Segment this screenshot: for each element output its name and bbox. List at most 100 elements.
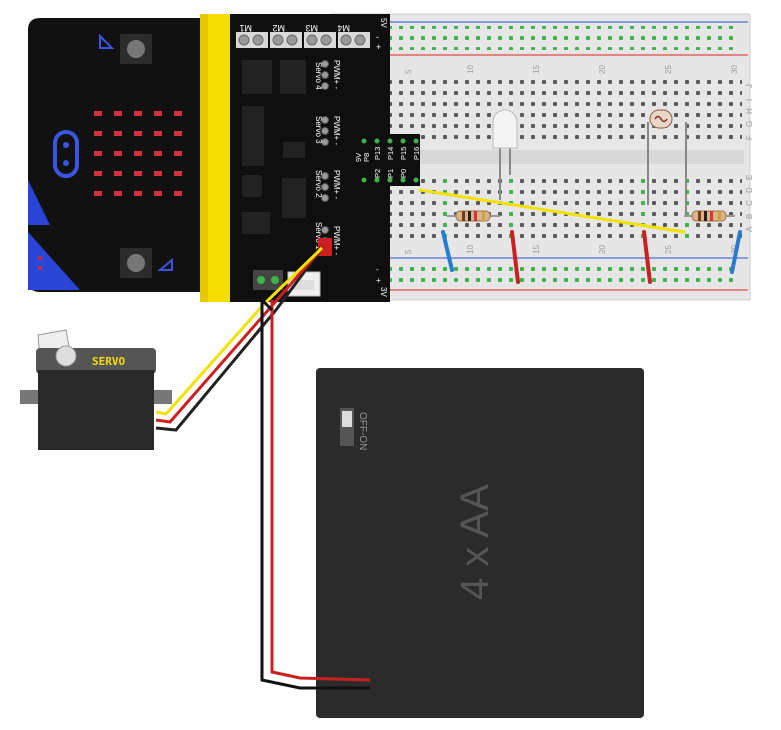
row-letter: F bbox=[745, 135, 754, 140]
led-matrix bbox=[94, 111, 182, 196]
led-matrix-pixel bbox=[134, 111, 142, 116]
led-matrix-pixel bbox=[134, 171, 142, 176]
servo-brand: SERVO bbox=[92, 355, 125, 368]
led-matrix-pixel bbox=[114, 191, 122, 196]
bottom-power-label: 3V bbox=[379, 287, 388, 297]
led-matrix-pixel bbox=[174, 131, 182, 136]
breadboard-wires bbox=[418, 188, 742, 284]
led-matrix-pixel bbox=[154, 171, 162, 176]
battery-label: 4 x AA bbox=[453, 484, 497, 600]
gpio-label: 9V bbox=[354, 153, 363, 162]
servo-label: Servo 3 bbox=[314, 116, 323, 144]
battery-switch-label: OFF-ON bbox=[357, 412, 368, 450]
red-wire-2 bbox=[642, 230, 652, 284]
col-number: 5 bbox=[404, 69, 413, 74]
led bbox=[492, 109, 518, 200]
servo-label: Servo 1 bbox=[314, 222, 323, 250]
servo-cable-white bbox=[155, 313, 281, 437]
speaker-icon bbox=[53, 130, 79, 178]
gpio-label: P1 bbox=[386, 169, 395, 178]
motor-label: M4 bbox=[337, 23, 350, 33]
led-matrix-pixel bbox=[114, 111, 122, 116]
led-matrix-pixel bbox=[94, 171, 102, 176]
col-number: 30 bbox=[730, 245, 739, 254]
led-matrix-pixel bbox=[154, 131, 162, 136]
col-number: 30 bbox=[730, 65, 739, 74]
edge-connector bbox=[200, 14, 234, 302]
servo-motor: SERVO bbox=[20, 329, 172, 450]
servo-label: Servo 4 bbox=[314, 62, 323, 90]
battery-lead-red bbox=[270, 300, 371, 682]
servo-pin-label: PWM+ - bbox=[332, 116, 341, 145]
led-matrix-pixel bbox=[134, 131, 142, 136]
servo-pin-label: PWM+ - bbox=[332, 226, 341, 255]
motor-label: M3 bbox=[305, 23, 318, 33]
led-matrix-pixel bbox=[94, 111, 102, 116]
led-matrix-pixel bbox=[174, 151, 182, 156]
resistor-1 bbox=[447, 210, 500, 222]
row-letter: B bbox=[745, 214, 754, 219]
servo-cable-black bbox=[155, 247, 324, 432]
rail-minus: - bbox=[376, 265, 379, 274]
row-letter: H bbox=[745, 108, 754, 114]
servo-label: Servo 2 bbox=[314, 170, 323, 198]
microbit-board bbox=[28, 18, 215, 292]
servo-cable-red bbox=[155, 247, 324, 424]
battery-jack bbox=[253, 270, 283, 290]
servo-pin-label: PWM+ - bbox=[332, 170, 341, 199]
rail-plus: + bbox=[376, 42, 381, 52]
led-matrix-pixel bbox=[134, 191, 142, 196]
row-letter: C bbox=[745, 200, 754, 206]
col-number: 10 bbox=[466, 245, 475, 254]
row-letter: A bbox=[745, 226, 754, 232]
row-letter: G bbox=[745, 121, 754, 127]
col-number: 20 bbox=[598, 245, 607, 254]
row-letter: I bbox=[745, 99, 754, 101]
row-letter: D bbox=[745, 187, 754, 193]
led-matrix-pixel bbox=[154, 151, 162, 156]
row-letter: J bbox=[745, 84, 754, 88]
bottom-power-rail bbox=[390, 262, 740, 286]
photoresistor bbox=[647, 109, 687, 215]
connected-column-d bbox=[684, 172, 695, 238]
rail-minus: - bbox=[376, 32, 379, 42]
led-matrix-pixel bbox=[174, 191, 182, 196]
servo-pin-label: PWM+ - bbox=[332, 60, 341, 89]
blue-wire-2 bbox=[730, 230, 742, 274]
rail-plus: + bbox=[376, 276, 381, 285]
led-matrix-pixel bbox=[154, 111, 162, 116]
triangle-logo-icon bbox=[157, 257, 173, 271]
motor-label: M1 bbox=[239, 23, 252, 33]
red-wire-1 bbox=[510, 230, 520, 284]
motor-terminals bbox=[236, 32, 370, 48]
led-matrix-pixel bbox=[174, 111, 182, 116]
motor-label: M2 bbox=[272, 23, 285, 33]
yellow-signal-wire bbox=[418, 188, 686, 234]
driver-board: M1 M2 M3 M4 5V - + Servo 4 Servo 3 bbox=[230, 14, 421, 302]
col-number: 15 bbox=[532, 65, 541, 74]
servo-cable-yellow bbox=[155, 246, 324, 416]
led-matrix-pixel bbox=[114, 131, 122, 136]
gpio-label: P2 bbox=[373, 169, 382, 178]
blue-wire-1 bbox=[441, 230, 454, 272]
led-body bbox=[492, 109, 518, 149]
battery-pack: OFF-ON 4 x AA bbox=[316, 368, 644, 718]
led-matrix-pixel bbox=[134, 151, 142, 156]
servo-plug bbox=[318, 238, 332, 256]
resistor-2 bbox=[684, 210, 735, 222]
power-label: 5V bbox=[379, 18, 388, 28]
led-matrix-pixel bbox=[174, 171, 182, 176]
led-matrix-pixel bbox=[114, 151, 122, 156]
connected-column-a bbox=[436, 172, 447, 238]
col-number: 10 bbox=[466, 65, 475, 74]
col-number: 20 bbox=[598, 65, 607, 74]
gpio-label: P16 bbox=[412, 147, 421, 160]
connected-column-c bbox=[640, 172, 651, 238]
triangle-logo-icon bbox=[99, 33, 115, 49]
gpio-label: P0 bbox=[399, 169, 408, 178]
col-number: 25 bbox=[664, 65, 673, 74]
led-matrix-pixel bbox=[94, 191, 102, 196]
col-number: 15 bbox=[532, 245, 541, 254]
led-matrix-pixel bbox=[154, 191, 162, 196]
